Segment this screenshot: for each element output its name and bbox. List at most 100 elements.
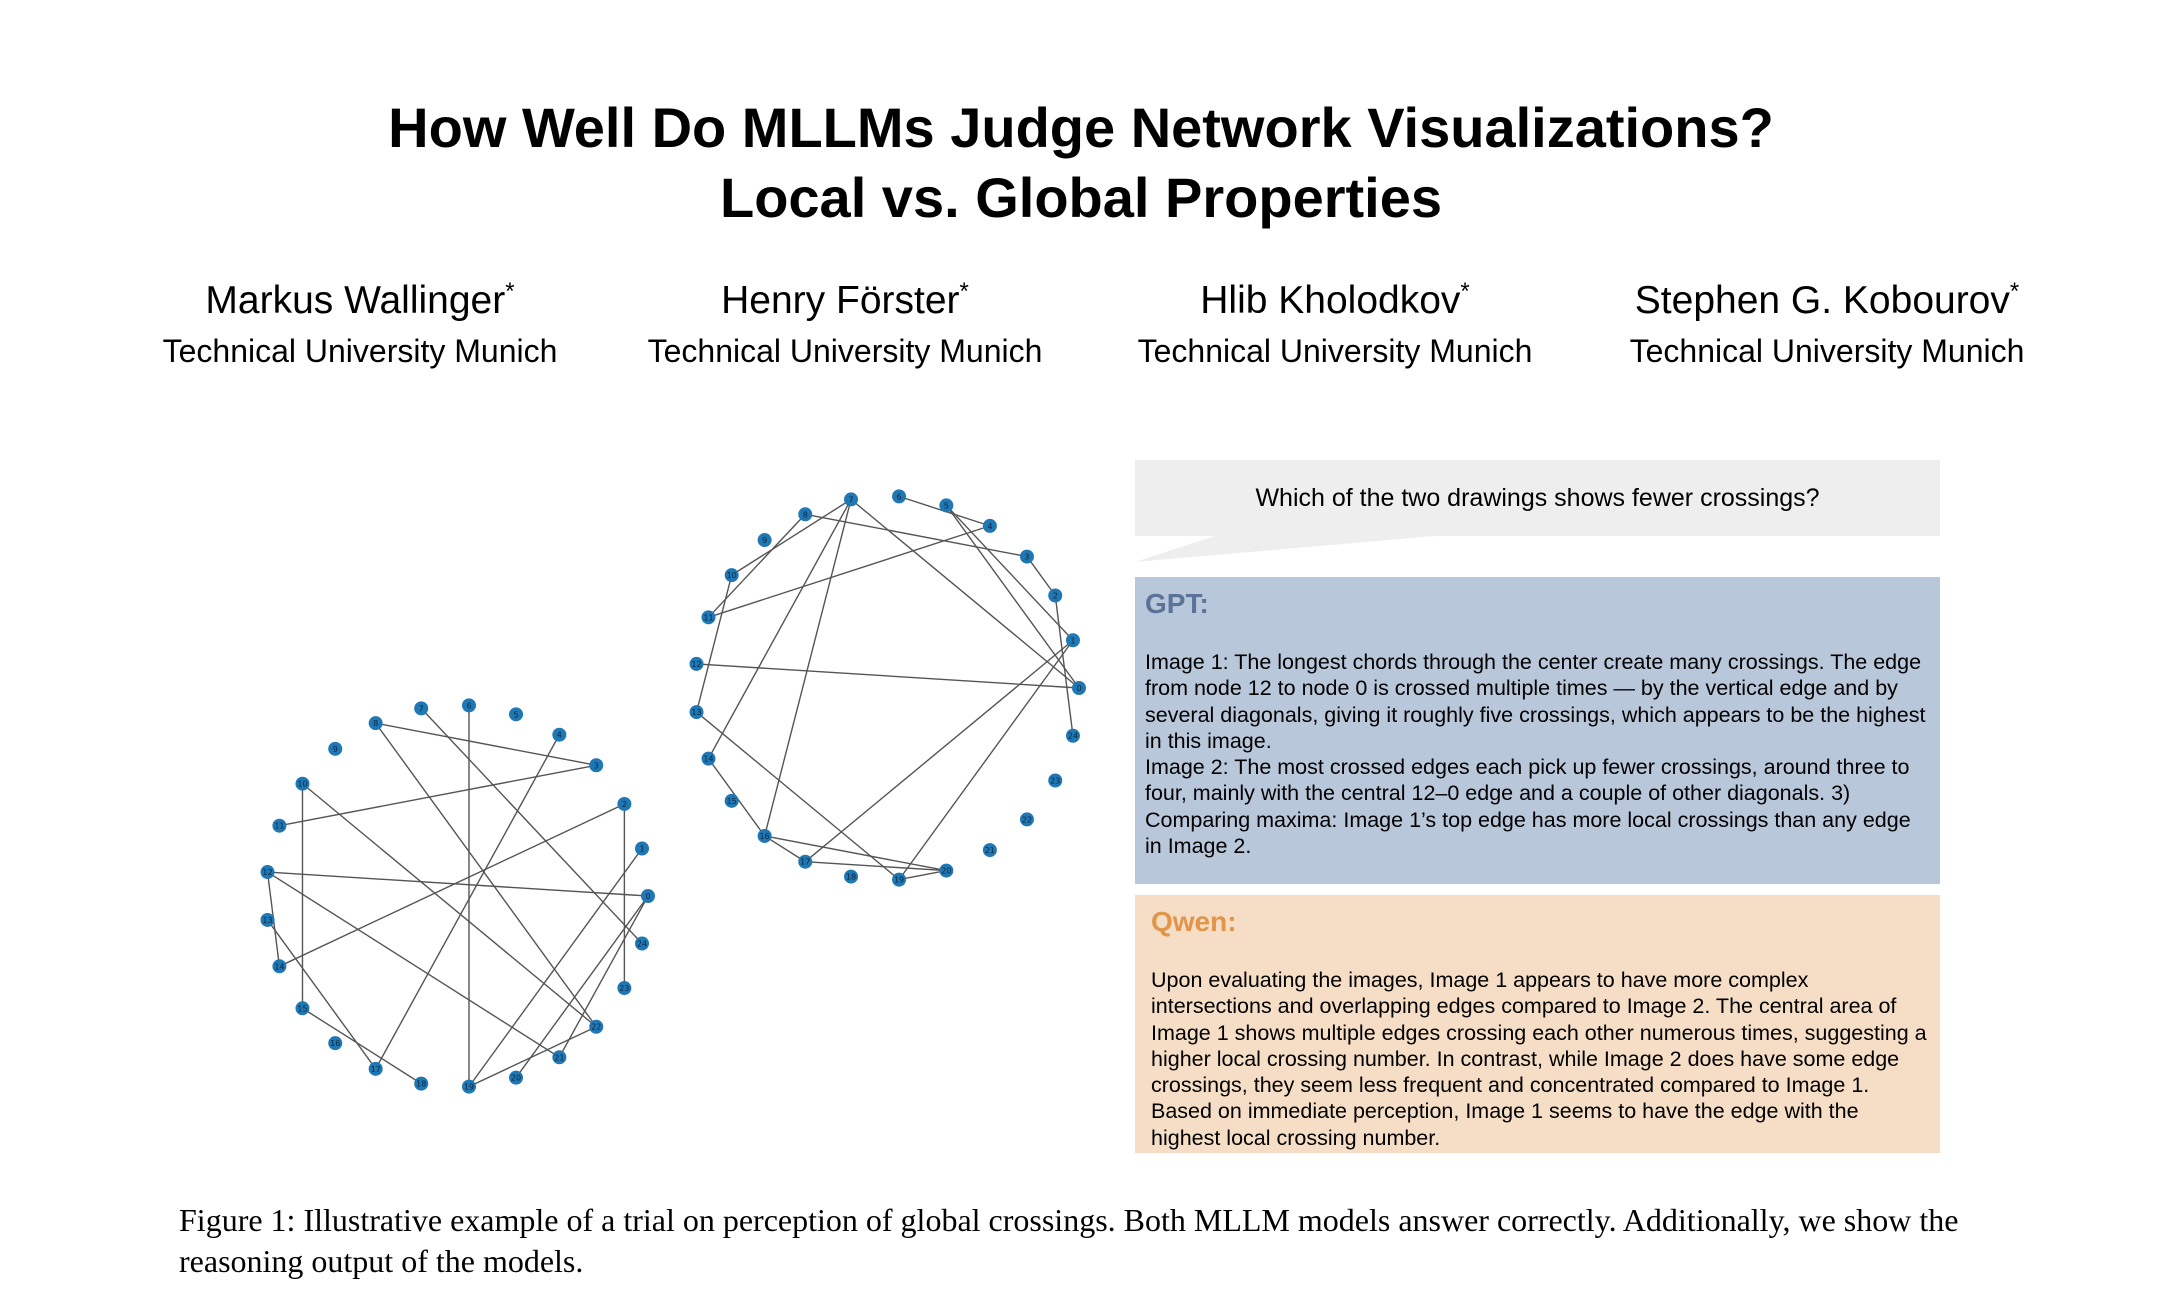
graph-node (634, 936, 649, 951)
graph-node (1019, 549, 1034, 564)
graph-node (1048, 773, 1063, 788)
graph-node-label: 9 (762, 536, 767, 545)
graph-edge (515, 895, 649, 1079)
graph-node (757, 533, 772, 548)
graph-node-label: 23 (1050, 776, 1060, 785)
graph-edge (945, 504, 1080, 689)
graph-node (617, 796, 632, 811)
graph-edge (468, 848, 643, 1088)
qwen-label: Qwen: (1151, 906, 1237, 937)
graph-edge (898, 869, 947, 881)
graph-node-label: 4 (987, 522, 992, 531)
graph-node-label: 20 (511, 1074, 521, 1083)
graph-node-label: 13 (691, 708, 701, 717)
graph-node (1065, 633, 1080, 648)
graph-edge (1026, 556, 1056, 596)
graph-edge (267, 871, 649, 897)
graph-node-label: 22 (1022, 815, 1032, 824)
graph-node-label: 2 (1053, 592, 1058, 601)
qwen-response-panel: Qwen: Upon evaluating the images, Image … (1135, 895, 1940, 1153)
graph-node-label: 4 (557, 731, 562, 740)
graph-node (844, 492, 859, 507)
graph-node-label: 2 (622, 800, 627, 809)
graph-node (272, 959, 287, 974)
graph-edge (763, 499, 852, 837)
graph-node (260, 912, 275, 927)
graph-node (757, 828, 772, 843)
graph-node (328, 1036, 343, 1051)
graph-node-label: 5 (944, 501, 949, 510)
graph-node (724, 568, 739, 583)
graph-node (589, 758, 604, 773)
graph-node (589, 1019, 604, 1034)
graph-node (724, 793, 739, 808)
graph-node-label: 8 (803, 510, 808, 519)
graph-edge (696, 711, 900, 881)
graph-node-label: 19 (464, 1083, 474, 1092)
speech-bubble-tail (1135, 536, 1435, 562)
graph-edge (708, 525, 991, 618)
graph-edge (898, 639, 1074, 881)
graph-edge (302, 1007, 422, 1085)
author-name: Hlib Kholodkov* (1200, 278, 1470, 322)
graph-edge (420, 707, 643, 944)
author-affiliation: Technical University Munich (1629, 333, 2025, 369)
graph-edge (805, 861, 947, 872)
graph-node (552, 1050, 567, 1065)
graph-node-label: 20 (941, 867, 951, 876)
graph-node (689, 705, 704, 720)
graph-node (798, 507, 813, 522)
author-name: Markus Wallinger* (205, 278, 515, 322)
graph-node (844, 869, 859, 884)
graph-node (295, 776, 310, 791)
graph-node-label: 16 (330, 1039, 340, 1048)
graph-node-label: 7 (419, 704, 424, 713)
graph-node-label: 14 (274, 962, 284, 971)
graph-node-label: 14 (703, 755, 713, 764)
graph-node-label: 11 (703, 613, 713, 622)
graph-edge (764, 835, 947, 872)
graph-node-label: 5 (513, 710, 518, 719)
graph-edge (696, 663, 1080, 689)
graph-node-label: 21 (985, 846, 995, 855)
graph-node (509, 1070, 524, 1085)
graph-node-label: 10 (727, 571, 737, 580)
graph-node-label: 23 (619, 984, 629, 993)
graph-node (368, 1061, 383, 1076)
graph-edge (375, 722, 597, 1028)
graph-node (617, 981, 632, 996)
graph-edge (468, 1026, 597, 1088)
graph-node-label: 19 (894, 876, 904, 885)
graph-node-label: 1 (639, 845, 644, 854)
graph-node-label: 17 (800, 858, 810, 867)
paper-title-line-2: Local vs. Global Properties (719, 166, 1442, 229)
graph-node-label: 11 (274, 822, 284, 831)
graph-edge (375, 734, 560, 1070)
author-name: Stephen G. Kobourov* (1634, 278, 2020, 322)
figure-caption: Figure 1: Illustrative example of a tria… (179, 1202, 1959, 1279)
graph-node (414, 701, 429, 716)
gpt-response-panel: GPT: Image 1: The longest chords through… (1135, 577, 1940, 884)
question-bubble: Which of the two drawings shows fewer cr… (1135, 460, 1940, 536)
graph-node-label: 12 (262, 868, 272, 877)
graph-node (1019, 812, 1034, 827)
graph-node (260, 865, 275, 880)
graph-node-label: 24 (1068, 732, 1078, 741)
graph-node-label: 6 (466, 701, 471, 710)
graph-edge (302, 783, 597, 1028)
graph-node (414, 1076, 429, 1091)
graph-node-label: 15 (297, 1004, 307, 1013)
graph-node (328, 741, 343, 756)
graph-node-label: 18 (416, 1080, 426, 1089)
graph-node-label: 3 (1024, 553, 1029, 562)
graph-edge (804, 639, 1074, 863)
graph-node-label: 16 (760, 832, 770, 841)
graph-edge (695, 574, 733, 713)
graph-edge (850, 498, 1080, 689)
qwen-response-text: Upon evaluating the images, Image 1 appe… (1151, 968, 1927, 1150)
author-block: Markus Wallinger* Technical University M… (110, 268, 610, 373)
graph-node (939, 863, 954, 878)
graph-node (982, 843, 997, 858)
graph-node (1065, 728, 1080, 743)
